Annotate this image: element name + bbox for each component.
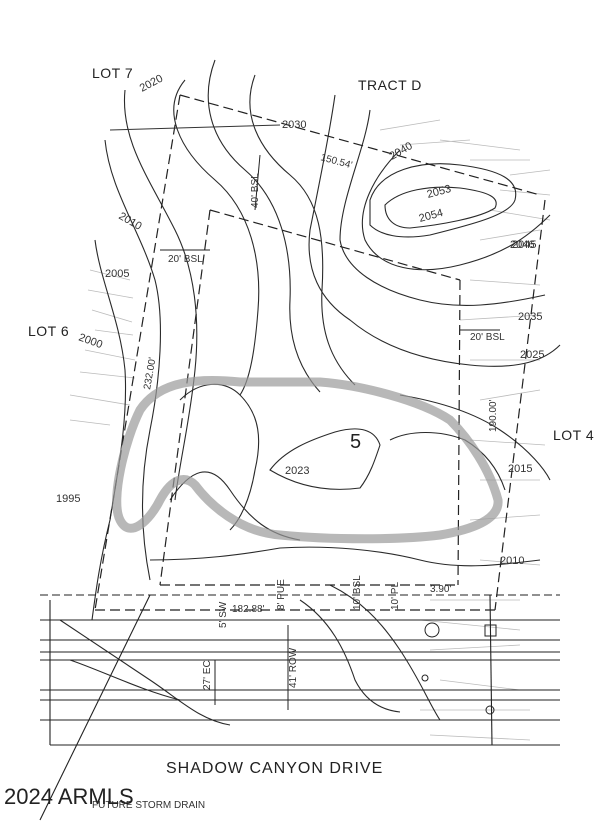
dimension-arrows: [160, 154, 500, 710]
roadway-lines: [39, 594, 560, 821]
east-dimension: 190.00': [488, 399, 499, 432]
lot-7-label: LOT 7: [92, 65, 133, 81]
elevation-label: 2023: [285, 465, 309, 477]
elevation-label: 1995: [56, 493, 80, 505]
elevation-label: 2010: [500, 555, 524, 567]
elevation-label: 2035: [518, 311, 542, 323]
side-setback-label: 20' BSL: [168, 254, 203, 265]
building-envelope: [112, 376, 503, 544]
south-dimension: 182.88': [232, 604, 265, 615]
side-setback-label: 20' BSL: [470, 332, 505, 343]
lot-number: 5: [350, 431, 361, 453]
elevation-label: 2005: [105, 268, 129, 280]
small-dimension: 3.90': [430, 584, 451, 595]
lot-4-label: LOT 4: [553, 427, 594, 443]
property-line-label: 10' PL: [390, 582, 401, 610]
tract-line: [109, 124, 281, 131]
row-label: 41' ROW: [288, 647, 299, 688]
easement-label: 27' EC: [202, 660, 213, 690]
front-setback-label: 10' BSL: [352, 575, 363, 610]
sidewalk-label: 5' SW: [218, 601, 229, 628]
pue-label: 8' PUE: [276, 579, 287, 610]
lot-boundary: [94, 94, 546, 611]
transformer-icon: [484, 624, 497, 637]
manhole-icon: [485, 705, 495, 715]
contour-lines: [59, 59, 561, 726]
road-name: SHADOW CANYON DRIVE: [166, 760, 383, 777]
utility-box-icon: [424, 622, 440, 638]
slope-hatching: [69, 119, 551, 741]
elevation-label: 2045: [512, 239, 536, 251]
utility-symbols: [421, 622, 497, 715]
watermark: 2024 ARMLS: [4, 784, 134, 809]
elevation-label: 2015: [508, 463, 532, 475]
rear-setback-label: 40' BSL: [250, 173, 261, 208]
elevation-label: 2025: [520, 349, 544, 361]
tract-d-label: TRACT D: [358, 77, 422, 93]
storm-drain-label: FUTURE STORM DRAIN: [92, 800, 205, 811]
elevation-label: 2030: [282, 119, 306, 131]
elevation-label: 2046: [510, 239, 534, 251]
lot-6-label: LOT 6: [28, 323, 69, 339]
